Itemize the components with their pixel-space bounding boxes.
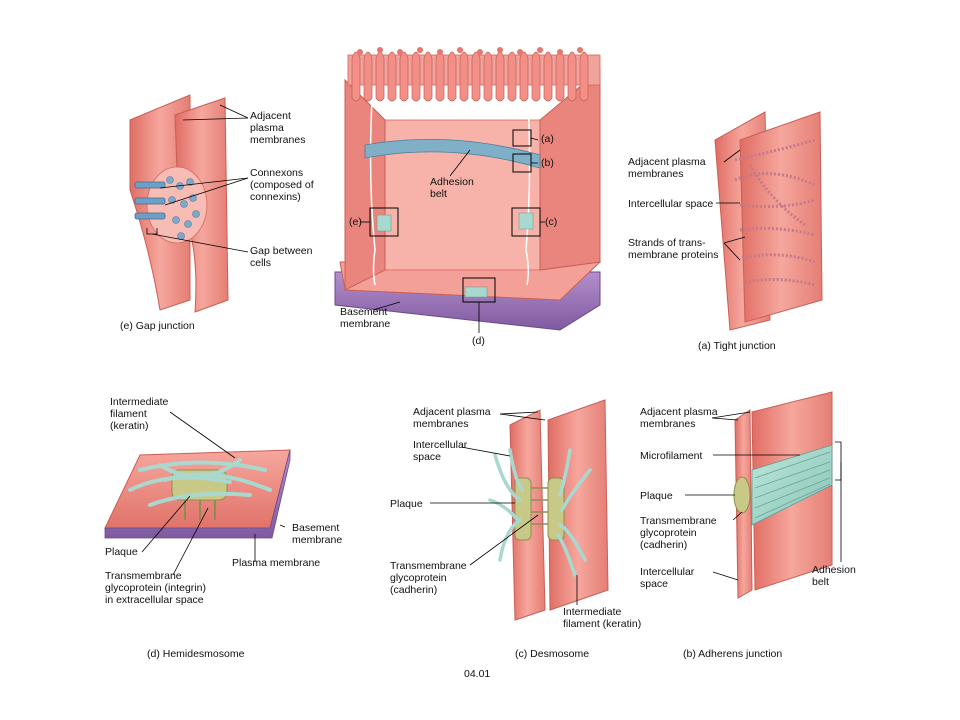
label-desmo-adjacent: Adjacent plasma membranes [413, 406, 491, 430]
label-tight-strands: Strands of trans- membrane proteins [628, 237, 719, 261]
label-adherens-microfilament: Microfilament [640, 450, 703, 462]
label-desmo-glyco: Transmembrane glycoprotein (cadherin) [390, 560, 467, 596]
label-adherens-intercellular: Intercellular space [640, 566, 695, 590]
caption-tight-junction: (a) Tight junction [698, 340, 776, 352]
hemidesmosome-illustration [104, 449, 291, 539]
label-gap-between-cells: Gap between cells [250, 245, 313, 269]
caption-adherens-junction: (b) Adherens junction [683, 648, 783, 660]
label-adhesion-belt: Adhesion belt [430, 176, 474, 200]
desmosome-illustration [488, 399, 609, 621]
label-adherens-belt: Adhesion belt [812, 564, 856, 588]
label-connexons: Connexons (composed of connexins) [250, 167, 314, 203]
figure-number: 04.01 [464, 668, 491, 680]
label-marker-b: (b) [541, 157, 554, 169]
label-hemi-basement: Basement membrane [292, 522, 343, 546]
caption-desmosome: (c) Desmosome [515, 648, 590, 660]
adherens-junction-illustration [733, 391, 842, 599]
label-hemi-filament: Intermediate filament (keratin) [110, 396, 169, 432]
leader-lines [141, 104, 842, 605]
label-marker-a: (a) [541, 133, 554, 145]
label-main-basement: Basement membrane [340, 306, 391, 330]
label-desmo-intercellular: Intercellular space [413, 439, 468, 463]
label-adherens-plaque: Plaque [640, 490, 673, 502]
label-tight-intercellular: Intercellular space [628, 198, 714, 210]
label-hemi-plaque: Plaque [105, 546, 138, 558]
label-hemi-glyco: Transmembrane glycoprotein (integrin) in… [105, 570, 206, 606]
caption-gap-junction: (e) Gap junction [120, 320, 195, 332]
label-gap-adjacent-membranes: Adjacent plasma membranes [250, 110, 306, 146]
tight-junction-illustration [714, 111, 823, 331]
label-marker-d: (d) [472, 335, 485, 347]
label-marker-e: (e) [349, 216, 362, 228]
label-marker-c: (c) [545, 216, 558, 228]
label-tight-adjacent: Adjacent plasma membranes [628, 156, 706, 180]
epithelium-illustration [334, 47, 602, 331]
label-adherens-glyco: Transmembrane glycoprotein (cadherin) [640, 515, 717, 551]
label-adherens-adjacent: Adjacent plasma membranes [640, 406, 718, 430]
label-desmo-plaque: Plaque [390, 498, 423, 510]
label-desmo-filament: Intermediate filament (keratin) [563, 606, 642, 630]
label-hemi-plasma: Plasma membrane [232, 557, 321, 569]
caption-hemidesmosome: (d) Hemidesmosome [147, 648, 245, 660]
gap-junction-illustration [129, 94, 229, 313]
